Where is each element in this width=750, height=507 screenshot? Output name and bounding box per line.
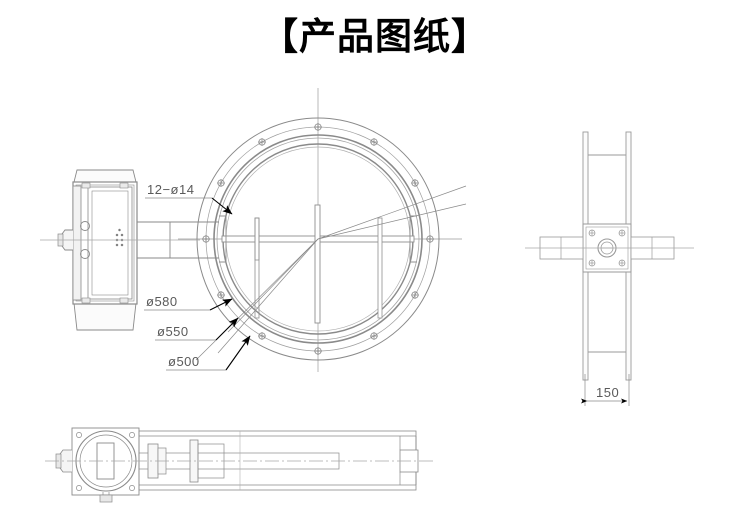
outer-circle-580 bbox=[196, 117, 440, 361]
bolt-hole bbox=[314, 347, 322, 355]
bolt-hole bbox=[411, 179, 419, 187]
callout-middle-dia: ø550 bbox=[155, 317, 239, 341]
valve-section-view bbox=[525, 131, 694, 406]
butterfly-valve-front-view bbox=[178, 88, 467, 372]
dimension-150 bbox=[581, 374, 630, 406]
drawing-title-block: 【产品图纸】 bbox=[0, 14, 750, 60]
bolt-hole bbox=[370, 332, 378, 340]
page-title: 【产品图纸】 bbox=[261, 15, 489, 58]
callout-bore-dia: ø500 bbox=[166, 335, 251, 371]
actuator-side-view bbox=[40, 169, 219, 331]
bolt-hole bbox=[426, 235, 434, 243]
callout-bolt-holes: 12−ø14 bbox=[145, 182, 233, 215]
bolt-hole bbox=[258, 138, 266, 146]
bolt-hole bbox=[202, 235, 210, 243]
bolt-hole bbox=[370, 138, 378, 146]
dimension-label: ø500 bbox=[168, 354, 200, 369]
dimension-label: ø580 bbox=[146, 294, 178, 309]
body-circle-550 bbox=[213, 134, 423, 344]
bolt-hole bbox=[217, 179, 225, 187]
bolt-hole bbox=[411, 291, 419, 299]
body-circle-550-inner bbox=[216, 137, 420, 341]
dimension-label: 12−ø14 bbox=[147, 182, 194, 197]
actuator-top-view bbox=[45, 427, 435, 503]
bolt-hole-group bbox=[202, 123, 434, 355]
bolt-hole bbox=[258, 332, 266, 340]
bolt-hole bbox=[314, 123, 322, 131]
bolt-hole bbox=[217, 291, 225, 299]
dimension-callouts: 12−ø14 ø580 ø550 ø500 150 bbox=[144, 182, 619, 400]
dimension-label: 150 bbox=[596, 385, 619, 400]
callout-outer-dia: ø580 bbox=[144, 294, 233, 311]
dimension-label: ø550 bbox=[157, 324, 189, 339]
dimension-leader-lines bbox=[195, 185, 467, 361]
